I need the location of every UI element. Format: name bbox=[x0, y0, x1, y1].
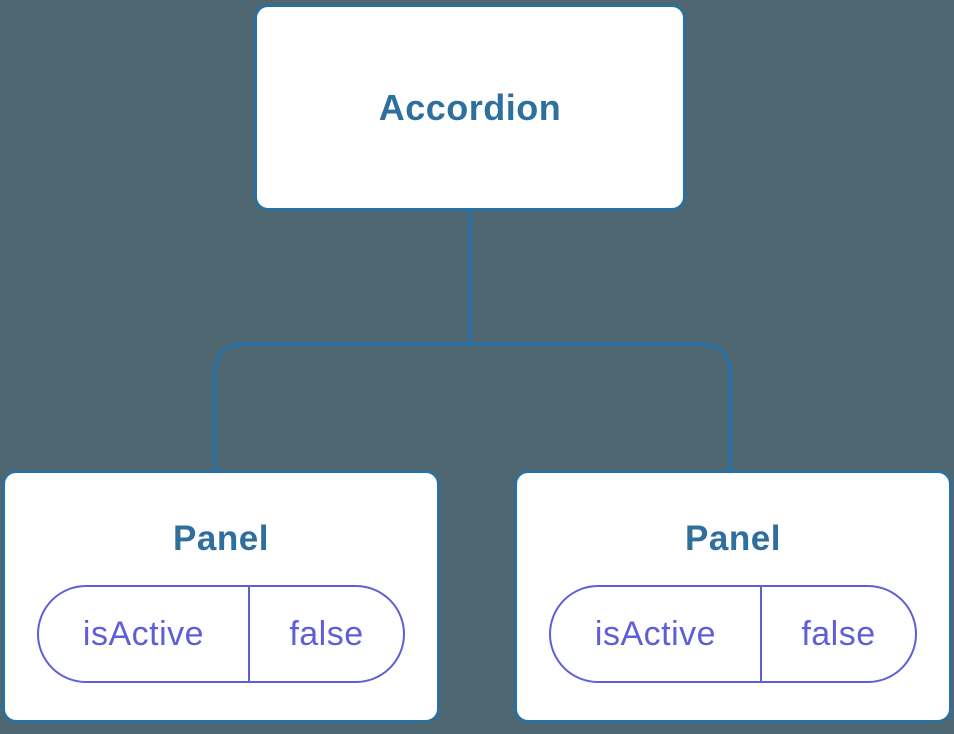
state-value-label: false bbox=[289, 614, 364, 653]
node-accordion: Accordion bbox=[254, 4, 686, 211]
state-value-label: false bbox=[801, 614, 876, 653]
state-key-label: isActive bbox=[551, 587, 762, 681]
node-panel-left-label: Panel bbox=[173, 519, 269, 558]
state-pill-right: isActive false bbox=[549, 585, 917, 683]
node-accordion-label: Accordion bbox=[378, 86, 562, 128]
state-pill-left: isActive false bbox=[37, 585, 405, 683]
node-panel-left: Panel isActive false bbox=[2, 470, 440, 723]
node-panel-right-label: Panel bbox=[685, 519, 781, 558]
connector-branch-bracket bbox=[213, 342, 732, 472]
state-key-label: isActive bbox=[39, 587, 250, 681]
node-panel-right: Panel isActive false bbox=[514, 470, 952, 723]
